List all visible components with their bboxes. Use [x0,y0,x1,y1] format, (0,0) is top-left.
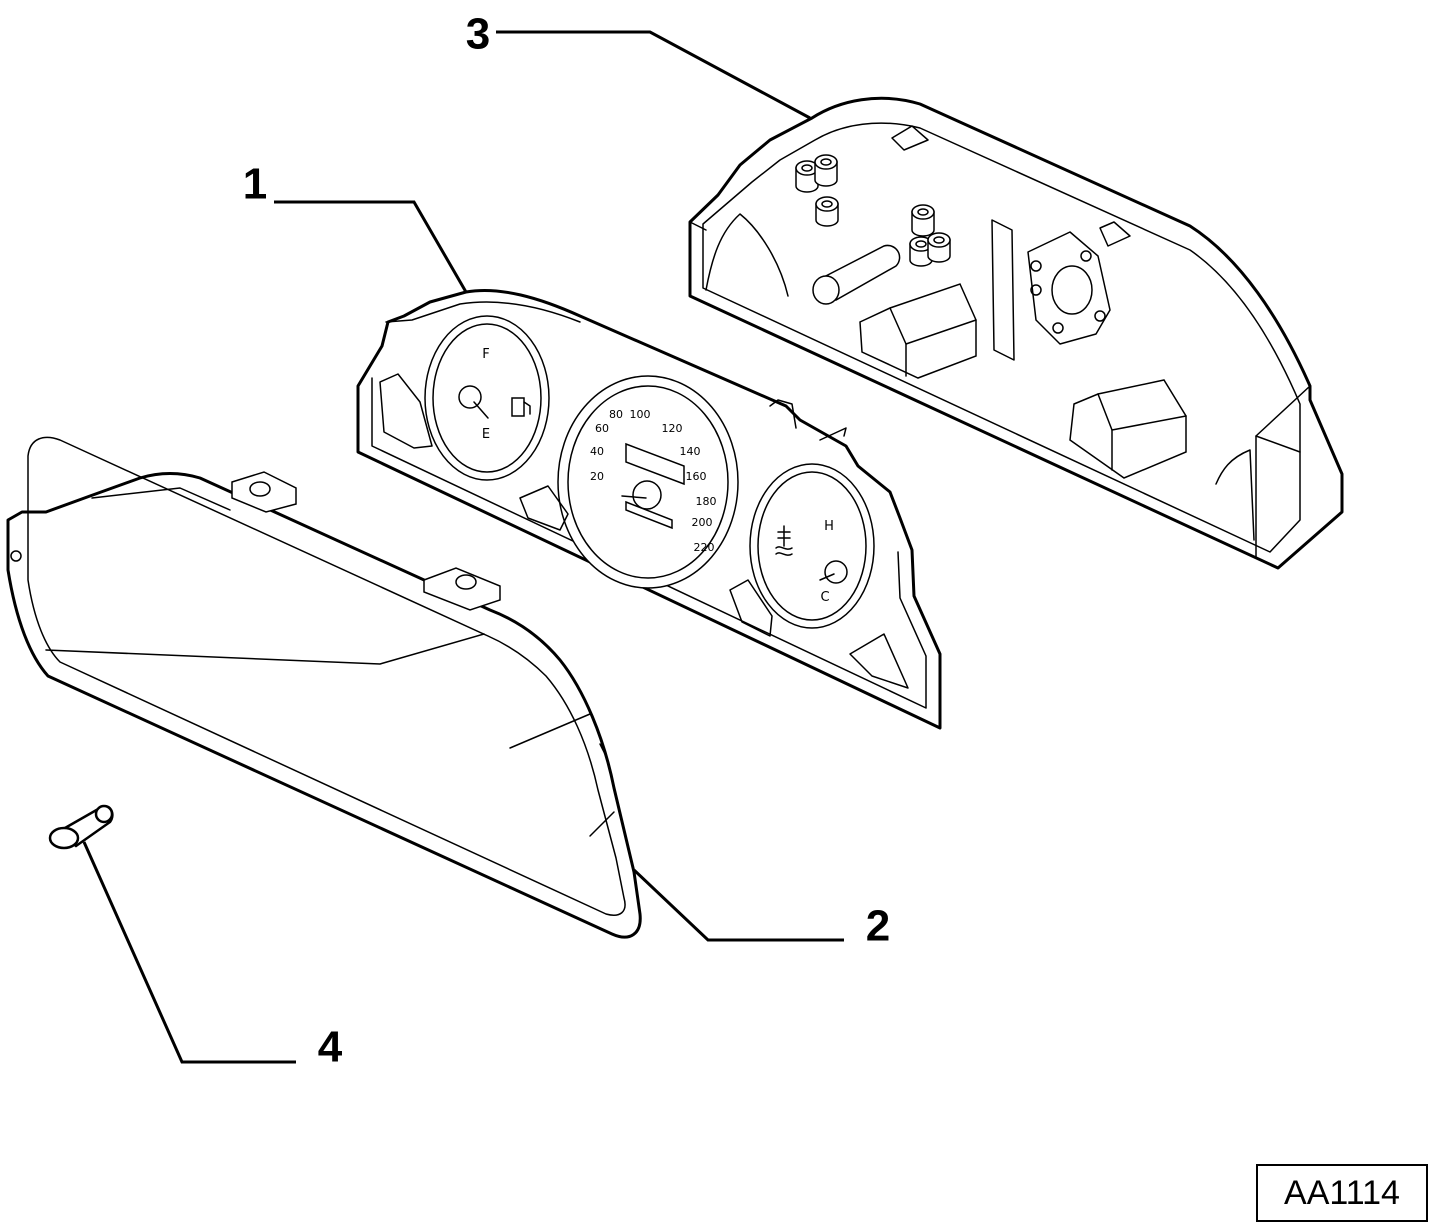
temp-cold-label: C [820,590,829,605]
front-lens-cover [6,436,642,939]
speed-tick-label: 180 [696,495,717,508]
speed-tick-label: 20 [590,470,604,483]
speed-tick-label: 100 [630,408,651,421]
reference-code-label: AA1114 [1256,1164,1428,1222]
speed-tick-label: 40 [590,445,604,458]
rear-housing [688,96,1344,570]
speed-tick-label: 160 [686,470,707,483]
temp-hot-label: H [824,519,834,534]
speed-tick-label: 80 [609,408,623,421]
leader-2 [632,868,844,942]
instrument-dial-face [356,288,942,730]
leader-4 [82,841,296,1064]
speed-tick-label: 220 [694,541,715,554]
callout-2: 2 [866,902,890,951]
speed-tick-label: 60 [595,422,609,435]
callout-4: 4 [318,1023,343,1072]
leader-3 [496,30,811,120]
fuel-empty-label: E [482,427,490,442]
fuel-full-label: F [482,347,489,362]
speed-tick-label: 200 [692,516,713,529]
callout-3: 3 [466,10,490,59]
bulb [48,804,114,850]
callout-1: 1 [243,160,267,209]
speed-tick-label: 140 [680,445,701,458]
speed-tick-label: 120 [662,422,683,435]
leader-1 [274,200,468,293]
